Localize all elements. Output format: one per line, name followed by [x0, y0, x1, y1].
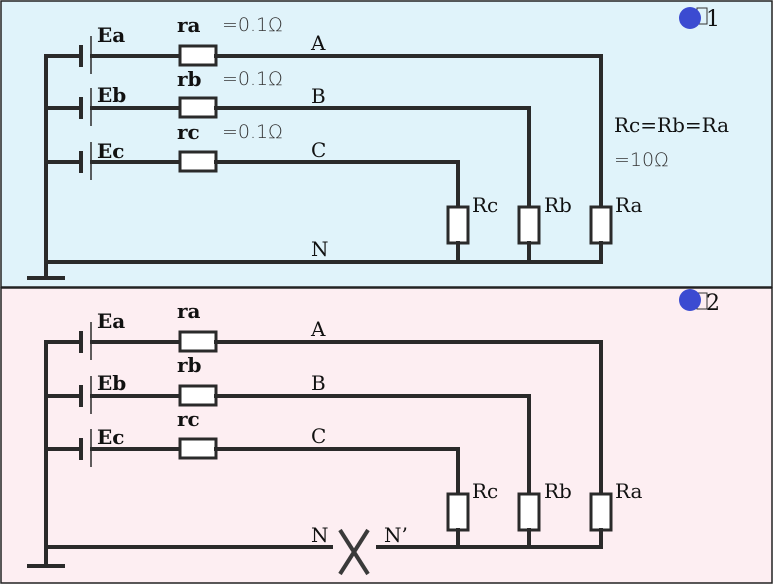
resistor-rb [178, 96, 218, 119]
line-label-b: B [311, 371, 326, 395]
neutral-break-x-icon [338, 528, 370, 576]
line-label-a: A [310, 31, 326, 55]
line-label-b: B [311, 84, 326, 108]
figure-badge-dot-icon [679, 289, 701, 311]
resistor-ra [178, 330, 218, 353]
label-eb: Eb [97, 371, 126, 395]
load-rb [517, 492, 541, 532]
phase-a-2 [44, 322, 613, 549]
phase-a-1 [44, 36, 613, 264]
line-label-n-prime: N’ [384, 523, 408, 547]
label-ea: Ea [97, 23, 125, 47]
line-label-a: A [310, 317, 326, 341]
label-ra: ra [177, 299, 201, 323]
load-label-rc: Rc [472, 479, 498, 503]
load-label-ra: Ra [615, 193, 643, 217]
load-rc [446, 205, 470, 245]
label-ea: Ea [97, 309, 125, 333]
line-label-c: C [311, 138, 326, 162]
figure-number-2: 2 [706, 291, 720, 316]
figure-badge-dot-icon [679, 7, 701, 29]
label-ec: Ec [97, 139, 124, 163]
value-rb: =0.1Ω [222, 68, 283, 90]
phase-c-2 [44, 429, 470, 549]
label-ec: Ec [97, 425, 124, 449]
phase-c-1 [44, 142, 470, 264]
load-ra [589, 492, 613, 532]
load-equality-note: Rc=Rb=Ra [614, 113, 729, 137]
phase-b-2 [44, 376, 541, 549]
label-ra: ra [177, 13, 201, 37]
label-rb: rb [177, 67, 202, 91]
phase-b-1 [44, 88, 541, 264]
line-label-n: N [311, 237, 329, 261]
load-ra [589, 205, 613, 245]
value-rc: =0.1Ω [222, 121, 283, 143]
panel-figure-2 [0, 287, 773, 584]
load-label-rb: Rb [544, 193, 572, 217]
label-rc: rc [177, 407, 200, 431]
load-label-ra: Ra [615, 479, 643, 503]
label-eb: Eb [97, 83, 126, 107]
value-ra: =0.1Ω [222, 14, 283, 36]
label-rb: rb [177, 353, 202, 377]
figure-2: Ea Eb Ec ra rb rc A B C N N’ Rc Rb Ra 2 [27, 289, 720, 576]
line-label-c: C [311, 424, 326, 448]
figure-1: Ea Eb Ec ra =0.1Ω rb =0.1Ω rc =0.1Ω A B … [27, 7, 729, 280]
line-label-n: N [311, 523, 329, 547]
resistor-rb [178, 384, 218, 407]
resistor-rc [178, 150, 218, 173]
resistor-ra [178, 44, 218, 67]
load-label-rc: Rc [472, 193, 498, 217]
resistor-rc [178, 437, 218, 460]
figure-number-1: 1 [706, 7, 720, 32]
label-rc: rc [177, 120, 200, 144]
load-label-rb: Rb [544, 479, 572, 503]
load-rc [446, 492, 470, 532]
load-value-note: =10Ω [614, 149, 669, 171]
panel-figure-1 [0, 0, 773, 288]
load-rb [517, 205, 541, 245]
